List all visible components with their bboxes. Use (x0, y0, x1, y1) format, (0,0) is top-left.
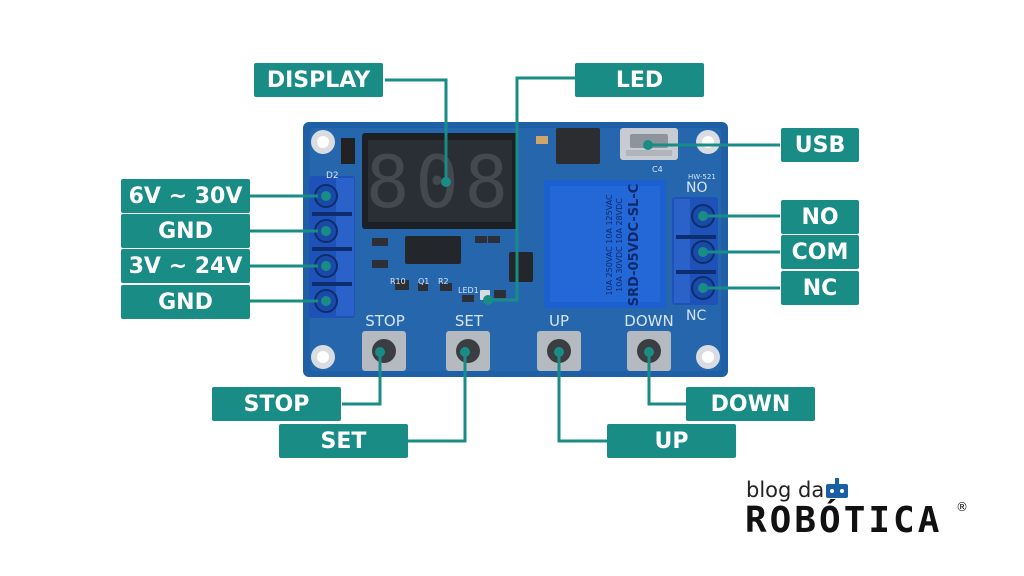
label-v3-24v: 3V ~ 24V (121, 249, 250, 283)
label-stop: STOP (212, 387, 341, 421)
label-no: NO (781, 200, 859, 234)
leader-dots (321, 140, 708, 357)
logo-robotica: ROBÓTICA (745, 500, 943, 541)
voltage-regulator (556, 128, 600, 164)
small-cap (536, 136, 548, 144)
label-com: COM (781, 235, 859, 269)
leader-stop (342, 352, 382, 406)
silk-up: UP (549, 312, 569, 330)
relay-rating-1: 10A 250VAC 10A 125VAC (605, 194, 614, 296)
leader-up (557, 352, 607, 443)
diode (341, 138, 355, 164)
ic-chip (405, 236, 461, 264)
silk-led1: LED1 (458, 286, 479, 295)
mounting-holes (311, 130, 720, 369)
robot-head-icon (826, 478, 848, 498)
silk-down: DOWN (624, 312, 673, 330)
relay-model: SRD-05VDC-SL-C (627, 184, 642, 307)
display-digits: 808 (366, 140, 514, 224)
leader-lines (250, 76, 780, 443)
leader-display (385, 78, 448, 182)
label-gnd-2: GND (121, 285, 250, 319)
label-gnd-1: GND (121, 214, 250, 248)
relay-rating-2: 10A 30VDC 10A 28VDC (615, 198, 624, 292)
seven-segment-display: 808 (362, 133, 518, 229)
label-up: UP (607, 424, 736, 458)
logo-blog-da: blog da (746, 478, 825, 502)
label-set: SET (279, 424, 408, 458)
silk-c4: C4 (652, 165, 663, 174)
silk-set: SET (455, 312, 484, 330)
label-nc: NC (781, 271, 859, 305)
label-display: DISPLAY (254, 63, 383, 97)
silk-nc: NC (686, 308, 706, 324)
silk-r2: R2 (438, 277, 449, 286)
label-v6-30v: 6V ~ 30V (121, 179, 250, 213)
silk-d2: D2 (326, 171, 339, 181)
silk-stop: STOP (365, 312, 405, 330)
logo-registered-mark: ® (956, 500, 968, 514)
label-usb: USB (781, 128, 859, 162)
label-led: LED (575, 63, 704, 97)
crystal (509, 252, 533, 282)
relay: SRD-05VDC-SL-C 10A 250VAC 10A 125VAC 10A… (544, 180, 666, 308)
silk-no: NO (686, 180, 708, 196)
silk-r10: R10 (390, 277, 406, 286)
silk-q1: Q1 (418, 277, 429, 286)
small-components (372, 236, 506, 302)
leader-led (488, 76, 575, 302)
leader-down (647, 352, 686, 406)
leader-set (408, 352, 467, 443)
label-down: DOWN (686, 387, 815, 421)
silk-model: HW-521 (688, 173, 716, 181)
